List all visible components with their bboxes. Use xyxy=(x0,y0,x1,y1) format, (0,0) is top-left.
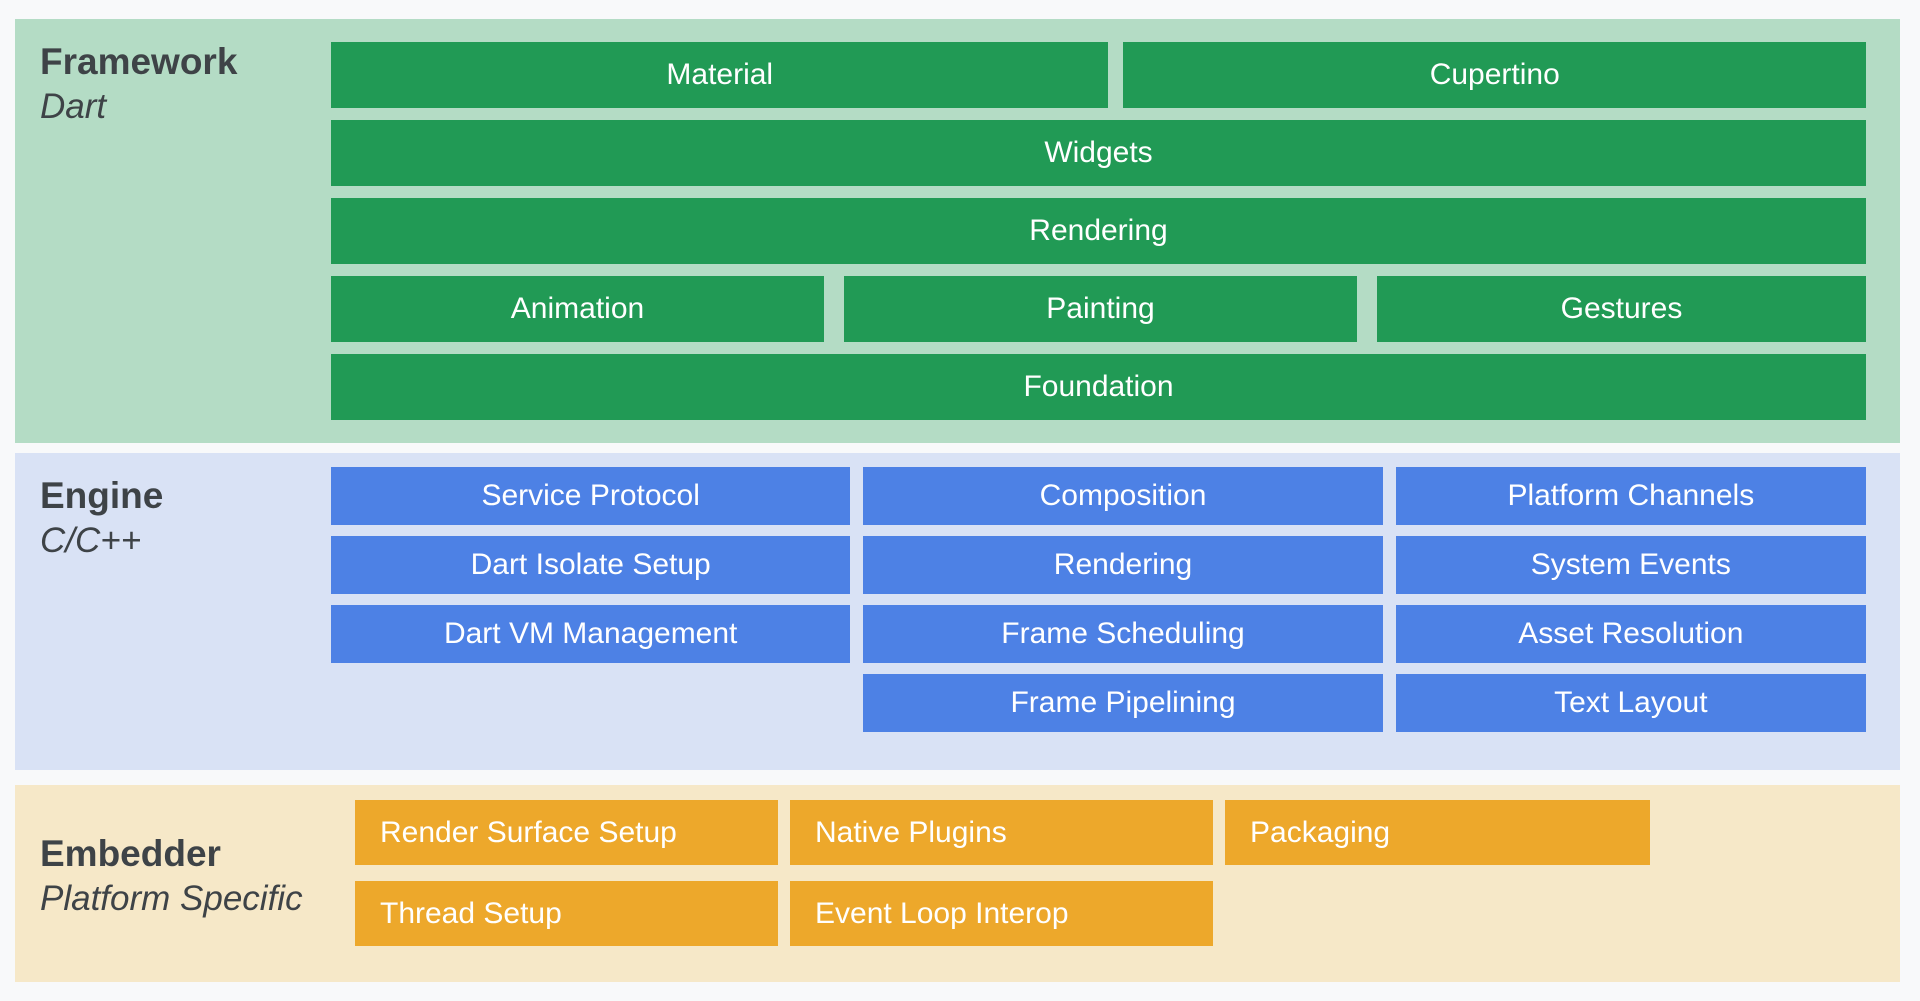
block-dart-vm-management: Dart VM Management xyxy=(331,605,851,663)
framework-title: Framework xyxy=(40,41,238,82)
block-text-layout: Text Layout xyxy=(1395,674,1866,732)
block-material: Material xyxy=(331,42,1109,108)
block-system-events: System Events xyxy=(1395,536,1866,594)
layer-embedder: Embedder Platform Specific Render Surfac… xyxy=(15,785,1900,982)
block-platform-channels: Platform Channels xyxy=(1395,467,1866,525)
block-widgets: Widgets xyxy=(331,120,1866,186)
block-event-loop-interop: Event Loop Interop xyxy=(790,881,1213,946)
framework-row: Rendering xyxy=(331,198,1866,264)
framework-row: Animation Painting Gestures xyxy=(331,276,1866,342)
block-packaging: Packaging xyxy=(1225,800,1650,865)
engine-label: Engine C/C++ xyxy=(15,453,331,770)
block-thread-setup: Thread Setup xyxy=(355,881,778,946)
block-service-protocol: Service Protocol xyxy=(331,467,851,525)
block-render-surface-setup: Render Surface Setup xyxy=(355,800,778,865)
framework-row: Foundation xyxy=(331,354,1866,420)
block-foundation: Foundation xyxy=(331,354,1866,420)
framework-label: Framework Dart xyxy=(15,19,331,443)
embedder-subtitle: Platform Specific xyxy=(40,879,303,919)
block-frame-scheduling: Frame Scheduling xyxy=(863,605,1383,663)
framework-row: Widgets xyxy=(331,120,1866,186)
engine-title: Engine xyxy=(40,475,164,516)
block-frame-pipelining: Frame Pipelining xyxy=(863,674,1383,732)
block-animation: Animation xyxy=(331,276,824,342)
engine-subtitle: C/C++ xyxy=(40,521,142,561)
block-composition: Composition xyxy=(863,467,1383,525)
embedder-title: Embedder xyxy=(40,833,221,874)
block-asset-resolution: Asset Resolution xyxy=(1395,605,1866,663)
embedder-label: Embedder Platform Specific xyxy=(15,785,331,982)
block-rendering: Rendering xyxy=(863,536,1383,594)
block-dart-isolate-setup: Dart Isolate Setup xyxy=(331,536,851,594)
block-painting: Painting xyxy=(843,276,1358,342)
block-cupertino: Cupertino xyxy=(1123,42,1866,108)
framework-subtitle: Dart xyxy=(40,87,107,127)
block-gestures: Gestures xyxy=(1377,276,1866,342)
block-native-plugins: Native Plugins xyxy=(790,800,1213,865)
block-rendering: Rendering xyxy=(331,198,1866,264)
